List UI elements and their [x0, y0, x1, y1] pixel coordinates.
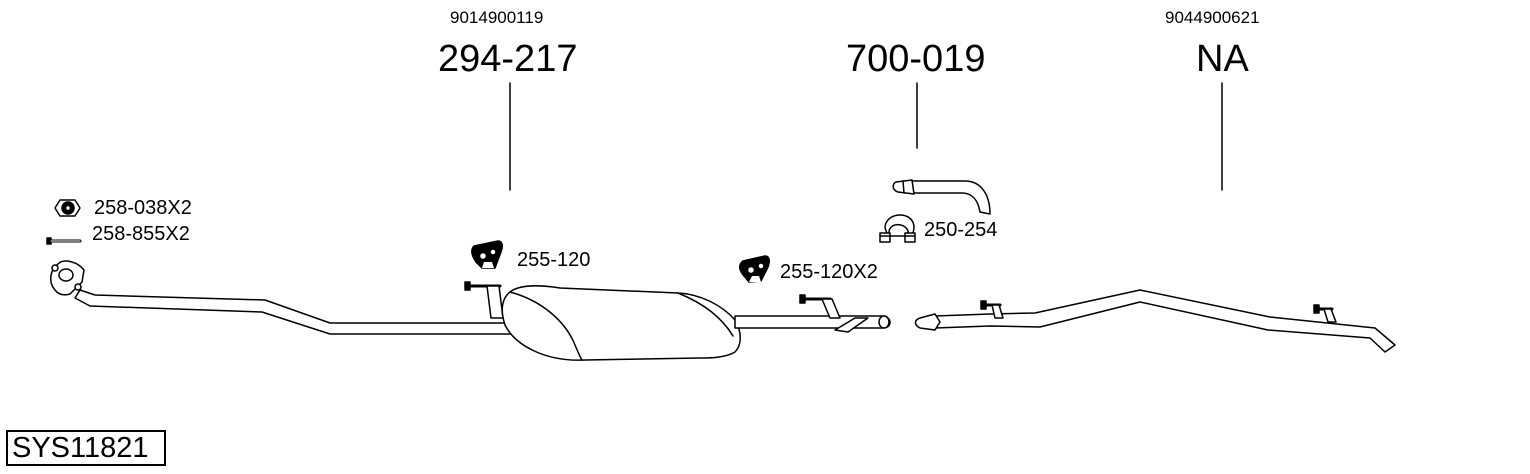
oem-number-front: 9014900119 — [450, 8, 544, 27]
rubber-hanger-icon — [472, 241, 502, 268]
clamp-icon — [880, 215, 915, 242]
connector-pipe — [893, 180, 990, 214]
nut-icon — [55, 200, 80, 216]
front-hanger-bracket — [465, 282, 503, 318]
nut-label: 258-038X2 — [94, 197, 192, 219]
hanger-label-2: 255-120X2 — [780, 261, 878, 283]
rubber-hanger-icon-2 — [740, 256, 770, 282]
part-number-middle: 700-019 — [846, 38, 986, 80]
bolt-icon — [47, 238, 80, 244]
bolt-label: 258-855X2 — [92, 223, 190, 245]
oem-number-rear: 9044900621 — [1165, 8, 1260, 27]
middle-pipe — [735, 295, 890, 332]
system-code-box: SYS11821 — [6, 430, 166, 466]
rear-pipe — [916, 290, 1396, 352]
front-muffler — [502, 286, 740, 360]
clamp-label: 250-254 — [924, 219, 998, 241]
part-number-rear: NA — [1196, 38, 1249, 80]
part-number-front: 294-217 — [438, 38, 578, 80]
hanger-label-1: 255-120 — [517, 249, 591, 271]
front-pipe — [51, 261, 540, 334]
